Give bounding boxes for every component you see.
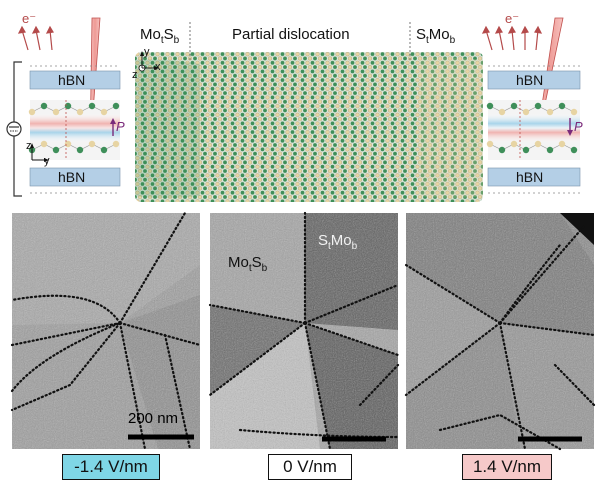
voltage-label-right: 1.4 V/nm [462, 454, 552, 480]
polarization-label-left: P [116, 118, 125, 136]
center-title: Partial dislocation [232, 26, 350, 44]
micrograph-right [406, 213, 594, 449]
field-band-right [488, 113, 580, 143]
hbn-label-bottom-right: hBN [516, 168, 543, 186]
micrograph-middle [210, 213, 398, 449]
electron-label-right: e⁻ [505, 10, 519, 28]
electron-arrows-left [19, 27, 53, 50]
battery-icon [7, 122, 21, 136]
domain-label-top-right: StMob [416, 26, 455, 50]
scale-bar-label: 200 nm [128, 410, 178, 428]
panel-middle-label-a: MotSb [228, 254, 267, 278]
electron-label-left: e⁻ [22, 10, 36, 28]
field-band-left [30, 113, 120, 143]
hbn-label-bottom-left: hBN [58, 168, 85, 186]
voltage-label-left: -1.4 V/nm [62, 454, 160, 480]
domain-label-top-left: MotSb [140, 26, 179, 50]
axis-z-label-left: z [26, 137, 32, 155]
polarization-label-right: P [574, 118, 583, 136]
axis-z-label-center: z [132, 66, 138, 84]
voltage-label-middle: 0 V/nm [268, 454, 352, 480]
panel-middle-label-b: StMob [318, 232, 357, 256]
micrographs [0, 205, 600, 455]
right-device-schematic [483, 18, 580, 193]
hbn-label-top-right: hBN [516, 71, 543, 89]
lattice-image [135, 52, 483, 202]
axis-x-label-center: x [155, 58, 161, 76]
axis-y-label-left: y [44, 152, 50, 170]
electron-arrows-right [483, 27, 541, 50]
hbn-label-top-left: hBN [58, 71, 85, 89]
